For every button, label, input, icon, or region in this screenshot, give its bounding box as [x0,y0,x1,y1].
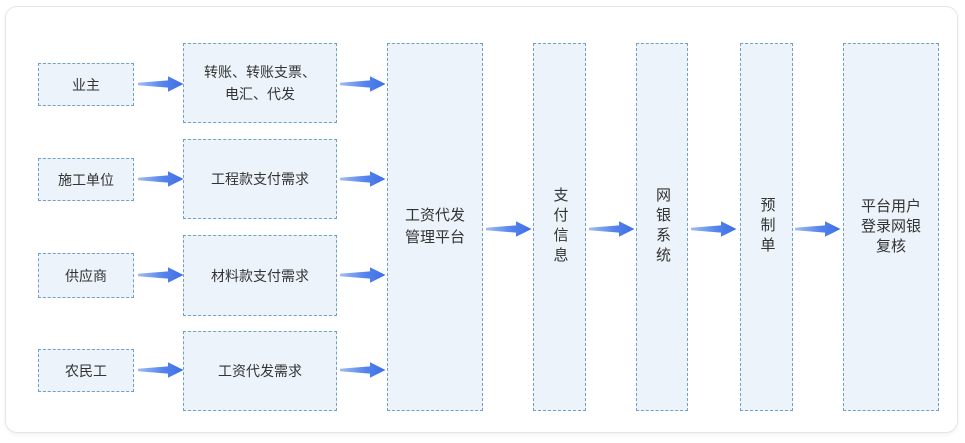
diagram-panel: 业主 施工单位 供应商 农民工 转账、转账支票、 电汇、代发 工程款支付需求 材… [5,6,958,433]
node-material-payment-demand: 材料款支付需求 [183,235,337,316]
node-salary-platform: 工资代发 管理平台 [387,43,483,411]
arrow-right-icon [340,76,386,92]
arrow-right-icon [691,221,737,237]
arrow-right-icon [486,221,532,237]
node-platform-user-review: 平台用户 登录网银 复核 [843,43,939,411]
node-project-payment-demand: 工程款支付需求 [183,139,337,219]
node-ebank-system: 网银系统 [636,43,688,411]
node-prepared-order: 预制单 [740,43,793,411]
node-supplier: 供应商 [38,253,134,298]
arrow-right-icon [138,76,184,92]
arrow-right-icon [138,267,184,283]
arrow-right-icon [340,171,386,187]
node-salary-disbursement-demand: 工资代发需求 [183,331,337,411]
arrow-right-icon [340,362,386,378]
node-owner: 业主 [38,63,134,106]
node-migrant-worker: 农民工 [38,349,134,392]
node-transfer-methods: 转账、转账支票、 电汇、代发 [183,43,337,123]
arrow-right-icon [138,171,184,187]
arrow-right-icon [138,362,184,378]
arrow-right-icon [340,267,386,283]
node-construction-unit: 施工单位 [38,158,134,201]
arrow-right-icon [795,221,841,237]
node-payment-info: 支付信息 [533,43,586,411]
arrow-right-icon [589,221,635,237]
